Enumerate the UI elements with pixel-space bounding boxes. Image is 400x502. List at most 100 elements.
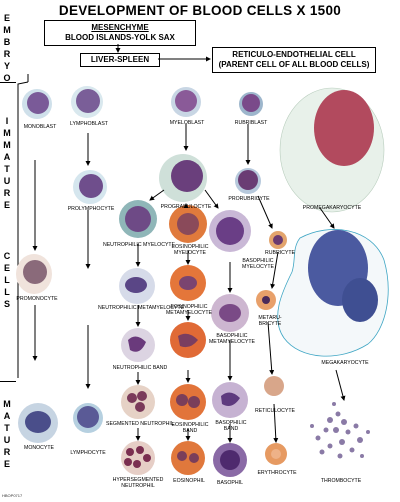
- rubricyte-cell: [269, 231, 287, 249]
- stamp-code: HBOP0717: [2, 493, 23, 498]
- reticulo-line1: RETICULO-ENDOTHELIAL CELL: [232, 50, 356, 59]
- erythrocyte-cell: [265, 443, 287, 465]
- promonocyte-cell: [16, 254, 52, 294]
- embryo-letter: M: [3, 25, 11, 35]
- mesenchyme-box: MESENCHYME BLOOD ISLANDS-YOLK SAX: [44, 20, 196, 46]
- cells-letter: C: [3, 251, 11, 261]
- eosinophilic-metamyelocyte-cell: [170, 265, 206, 301]
- label-metarubricyte: METARU- BRICYTE: [258, 315, 282, 327]
- label-prolymphocyte: PROLYMPHOCYTE: [67, 206, 115, 212]
- cells-letter: E: [3, 263, 10, 273]
- label-prorubricyte: PRORUBRICYTE: [228, 196, 270, 202]
- segmented-neutrophil-cell: [121, 385, 155, 419]
- immature-letter: U: [3, 176, 11, 186]
- mature-letter: A: [3, 411, 11, 421]
- mature-letter: M: [3, 399, 11, 409]
- mesenchyme-line2: BLOOD ISLANDS-YOLK SAX: [65, 33, 175, 42]
- cells-letter: L: [4, 287, 10, 297]
- label-eosinophilic-band: EOSINOPHILIC BAND: [171, 422, 209, 434]
- basophilic-metamyelocyte-cell: [211, 294, 249, 332]
- immature-letter: A: [3, 152, 11, 162]
- neutrophilic-metamyelocyte-cell: [119, 268, 155, 304]
- label-neutrophilic-myelocyte: NEUTROPHILIC MYELOCYTE: [102, 242, 176, 248]
- lymphoblast-cell: [71, 86, 103, 118]
- embryo-divider: [0, 82, 16, 83]
- label-reticulocyte: RETICULOCYTE: [254, 408, 296, 414]
- embryo-letter: E: [3, 13, 10, 23]
- label-eosinophilic-metamyelocyte: EOSINOPHILIC METAMYELOCYTE: [165, 304, 213, 316]
- label-promonocyte: PROMONOCYTE: [16, 296, 58, 302]
- immature-letter: T: [4, 164, 10, 174]
- basophilic-myelocyte-cell: [209, 210, 251, 252]
- label-monocyte: MONOCYTE: [24, 445, 54, 451]
- immature-letter: M: [3, 140, 11, 150]
- rubriblast-cell: [239, 92, 263, 116]
- basophilic-band-cell: [212, 382, 248, 418]
- label-basophilic-band: BASOPHILIC BAND: [215, 420, 247, 432]
- neutrophilic-band-cell: [121, 328, 155, 362]
- prolymphocyte-cell: [73, 170, 107, 204]
- reticulo-endothelial-box: RETICULO-ENDOTHELIAL CELL (PARENT CELL O…: [212, 47, 376, 73]
- page-title: DEVELOPMENT OF BLOOD CELLS X 1500: [58, 3, 342, 18]
- megakaryocyte-cell: [277, 229, 389, 357]
- label-segmented-neutrophil: SEGMENTED NEUTROPHIL: [106, 421, 174, 427]
- eosinophilic-myelocyte-cell: [169, 205, 207, 243]
- label-neutrophilic-metamyelocyte: NEUTROPHILIC METAMYELOCYTE: [98, 305, 185, 311]
- lymphocyte-cell: [73, 403, 103, 433]
- label-basophilic-myelocyte: BASOPHILIC MYELOCYTE: [242, 258, 274, 270]
- cells-letter: S: [3, 299, 10, 309]
- mesenchyme-line1: MESENCHYME: [91, 23, 149, 32]
- mature-letter: U: [3, 435, 11, 445]
- label-myeloblast: MYELOBLAST: [169, 120, 205, 126]
- label-neutrophilic-band: NEUTROPHILIC BAND: [112, 365, 168, 371]
- label-rubricyte: RUBRICYTE: [265, 250, 295, 256]
- progranulocyte-cell: [159, 154, 207, 202]
- label-basophil: BASOPHIL: [217, 480, 243, 486]
- mature-divider: [0, 381, 16, 382]
- label-hypersegmented-neutrophil: HYPERSEGMENTED NEUTROPHIL: [112, 477, 164, 489]
- eosinophil-bottom-cell: [171, 441, 205, 475]
- immature-letter: M: [3, 128, 11, 138]
- label-eosinophil: EOSINOPHIL: [173, 478, 205, 484]
- label-eosinophilic-myelocyte: EOSINOPHILIC MYELOCYTE: [171, 244, 209, 256]
- basophil-cell: [213, 443, 247, 477]
- mature-letter: R: [3, 447, 11, 457]
- liver-spleen-label: LIVER-SPLEEN: [90, 55, 150, 64]
- label-monoblast: MONOBLAST: [23, 124, 57, 130]
- cells-letter: L: [4, 275, 10, 285]
- immature-letter: I: [5, 116, 9, 126]
- label-progranulocyte: PROGRANULOCYTE: [160, 204, 212, 210]
- hypersegmented-neutrophil-cell: [121, 441, 155, 475]
- promegakaryocyte-cell: [279, 87, 385, 213]
- label-thrombocyte: THROMBOCYTE: [320, 478, 362, 484]
- reticulo-line2: (PARENT CELL OF ALL BLOOD CELLS): [218, 60, 370, 69]
- embryo-letter: B: [3, 37, 11, 47]
- embryo-letter: R: [3, 49, 11, 59]
- metarubricyte-cell: [256, 290, 276, 310]
- immature-letter: E: [3, 200, 10, 210]
- label-rubriblast: RUBRIBLAST: [234, 120, 268, 126]
- myeloblast-cell: [171, 87, 201, 117]
- immature-letter: R: [3, 188, 11, 198]
- embryo-letter: Y: [3, 61, 10, 71]
- label-promegakaryocyte: PROMEGAKARYOCYTE: [302, 205, 362, 211]
- embryo-letter: O: [3, 73, 11, 83]
- label-basophilic-metamyelocyte: BASOPHILIC METAMYELOCYTE: [208, 333, 256, 345]
- eosinophilic-band-cell: [170, 322, 206, 358]
- monocyte-cell: [18, 403, 58, 443]
- label-erythrocyte: ERYTHROCYTE: [257, 470, 297, 476]
- neutrophilic-myelocyte-cell: [119, 200, 157, 238]
- prorubricyte-cell: [235, 168, 261, 194]
- mature-letter: T: [4, 423, 10, 433]
- liver-spleen-box: LIVER-SPLEEN: [80, 53, 160, 67]
- thrombocyte-cluster: [310, 402, 370, 459]
- monoblast-cell: [22, 89, 52, 119]
- label-lymphoblast: LYMPHOBLAST: [70, 121, 108, 127]
- mature-letter: E: [3, 459, 10, 469]
- reticulocyte-cell: [264, 376, 284, 396]
- eosinophil-cell: [170, 384, 206, 420]
- label-lymphocyte: LYMPHOCYTE: [70, 450, 106, 456]
